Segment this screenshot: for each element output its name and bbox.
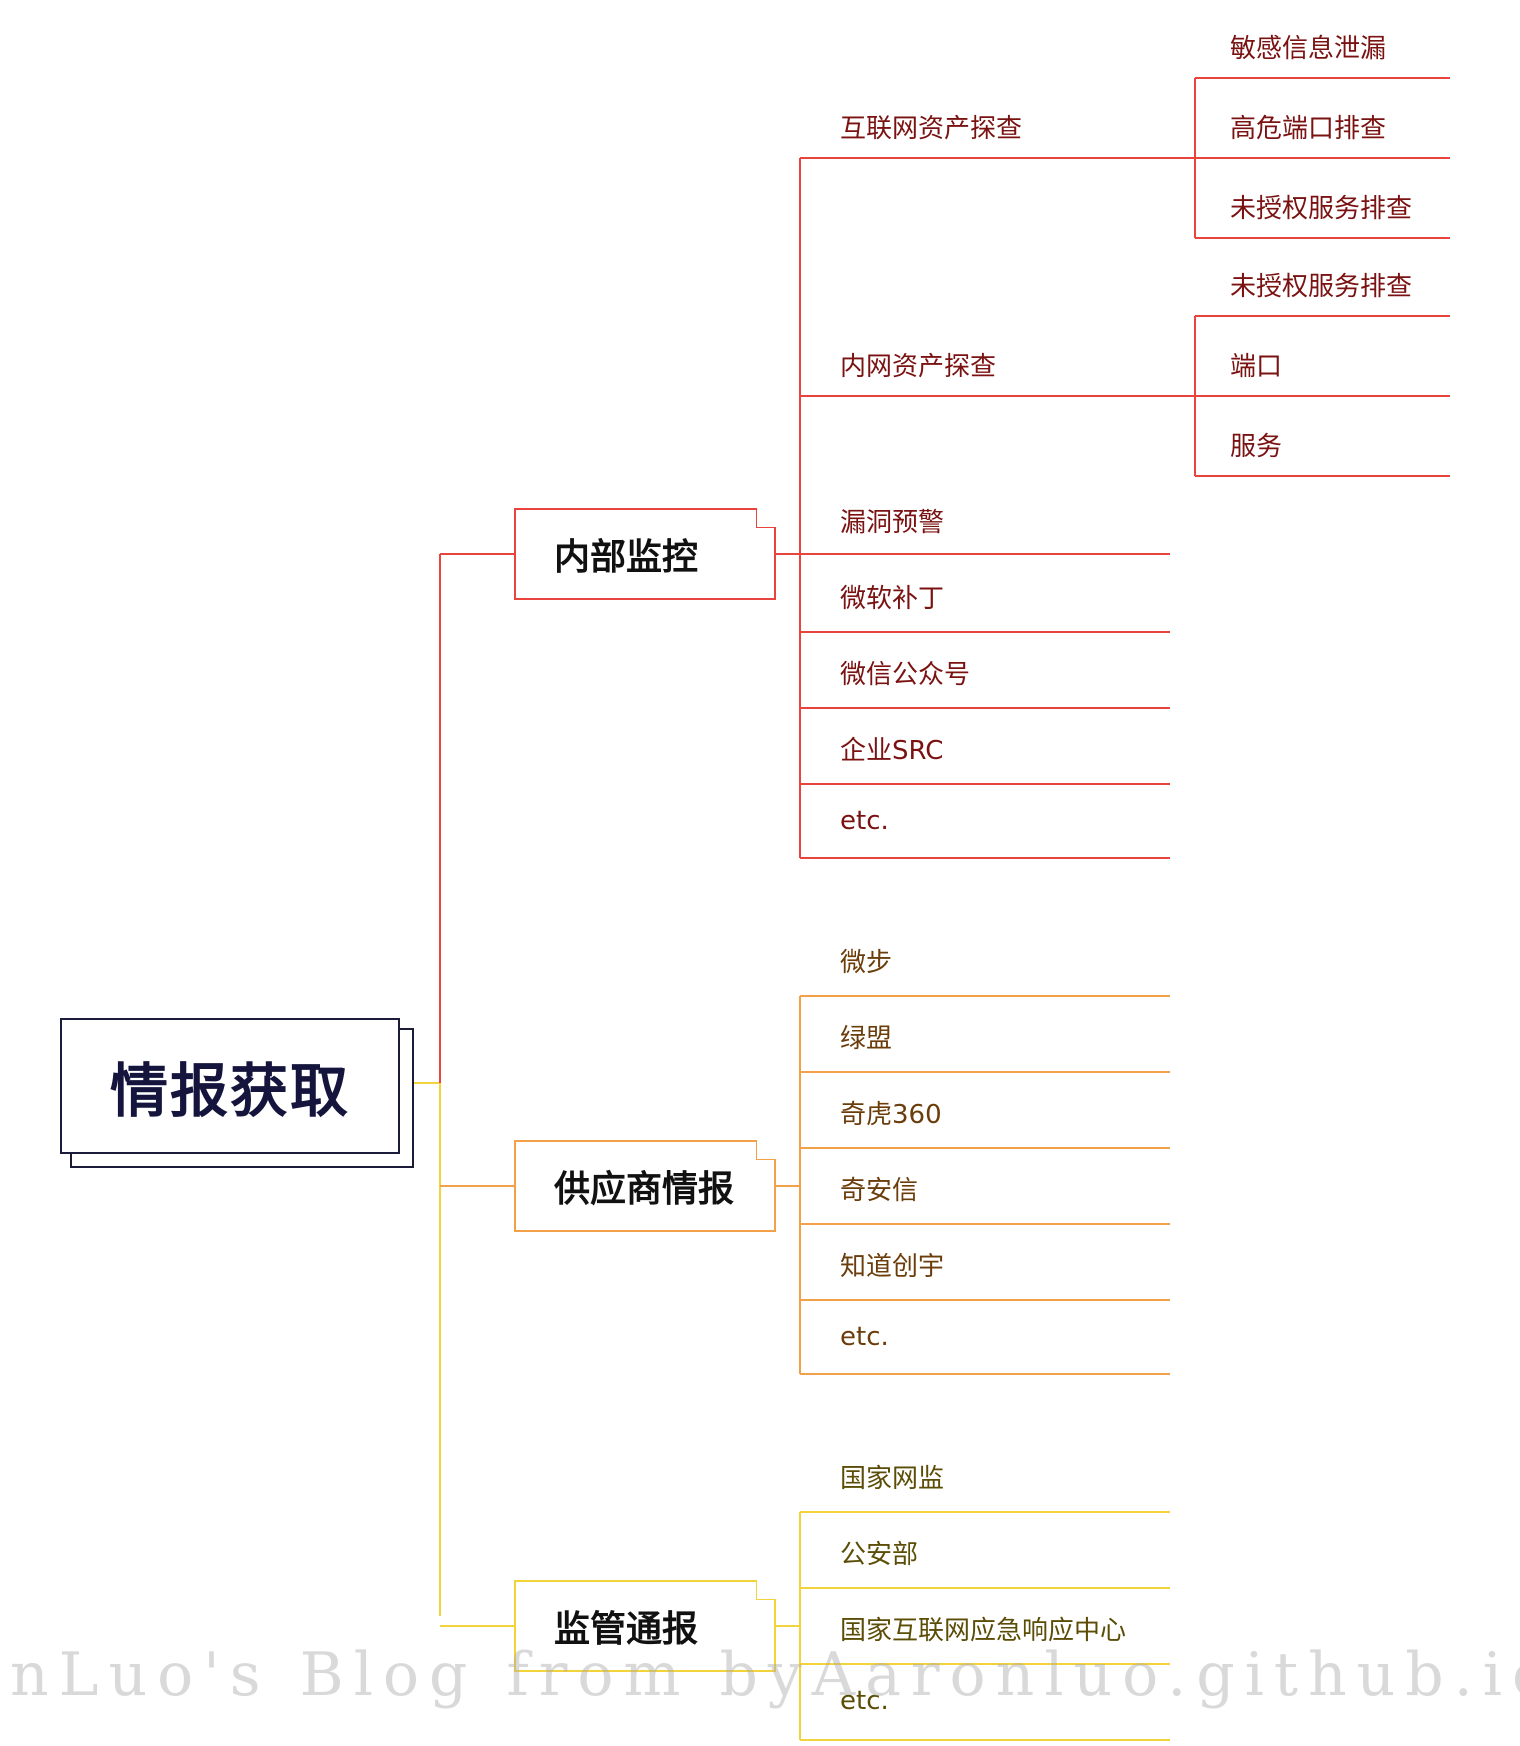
branch-label: 内部监控 <box>554 537 699 578</box>
leaf-threatbook[interactable]: 微步 <box>840 948 893 978</box>
leaf-unauth-service[interactable]: 未授权服务排查 <box>1230 272 1413 302</box>
branch-node-internal-monitoring[interactable]: 内部监控 <box>514 508 776 600</box>
leaf-port[interactable]: 端口 <box>1230 352 1283 382</box>
note-fold-icon <box>756 1140 776 1160</box>
leaf-qianxin[interactable]: 奇安信 <box>840 1176 919 1206</box>
leaf-nsfocus[interactable]: 绿盟 <box>840 1024 893 1054</box>
leaf-etc[interactable]: etc. <box>840 806 889 836</box>
note-fold-icon <box>756 1580 776 1600</box>
leaf-service[interactable]: 服务 <box>1230 432 1283 462</box>
leaf-etc[interactable]: etc. <box>840 1686 889 1716</box>
leaf-unauth-service[interactable]: 未授权服务排查 <box>1230 194 1413 224</box>
root-node[interactable]: 情报获取 <box>60 1018 400 1154</box>
leaf-knownsec[interactable]: 知道创宇 <box>840 1252 945 1282</box>
leaf-national-cyber-police[interactable]: 国家网监 <box>840 1464 945 1494</box>
leaf-ms-patch[interactable]: 微软补丁 <box>840 584 945 614</box>
leaf-intranet-asset-scan[interactable]: 内网资产探查 <box>840 352 997 382</box>
leaf-qihoo360[interactable]: 奇虎360 <box>840 1100 942 1130</box>
branch-label: 监管通报 <box>554 1609 699 1650</box>
root-node-label: 情报获取 <box>109 1057 350 1125</box>
leaf-etc[interactable]: etc. <box>840 1322 889 1352</box>
leaf-high-risk-port[interactable]: 高危端口排查 <box>1230 114 1387 144</box>
leaf-internet-asset-scan[interactable]: 互联网资产探查 <box>840 114 1023 144</box>
leaf-enterprise-src[interactable]: 企业SRC <box>840 736 944 766</box>
leaf-ministry-public-security[interactable]: 公安部 <box>840 1540 919 1570</box>
note-fold-icon <box>756 508 776 528</box>
leaf-cncert[interactable]: 国家互联网应急响应中心 <box>840 1616 1127 1646</box>
branch-node-vendor-intel[interactable]: 供应商情报 <box>514 1140 776 1232</box>
branch-label: 供应商情报 <box>554 1169 735 1210</box>
branch-node-regulatory-notice[interactable]: 监管通报 <box>514 1580 776 1672</box>
watermark-text: nLuo's Blog from byAaronluo.github.io <box>10 1640 1520 1710</box>
leaf-sensitive-leak[interactable]: 敏感信息泄漏 <box>1230 34 1387 64</box>
leaf-wechat[interactable]: 微信公众号 <box>840 660 971 690</box>
leaf-vuln-alert[interactable]: 漏洞预警 <box>840 508 945 538</box>
